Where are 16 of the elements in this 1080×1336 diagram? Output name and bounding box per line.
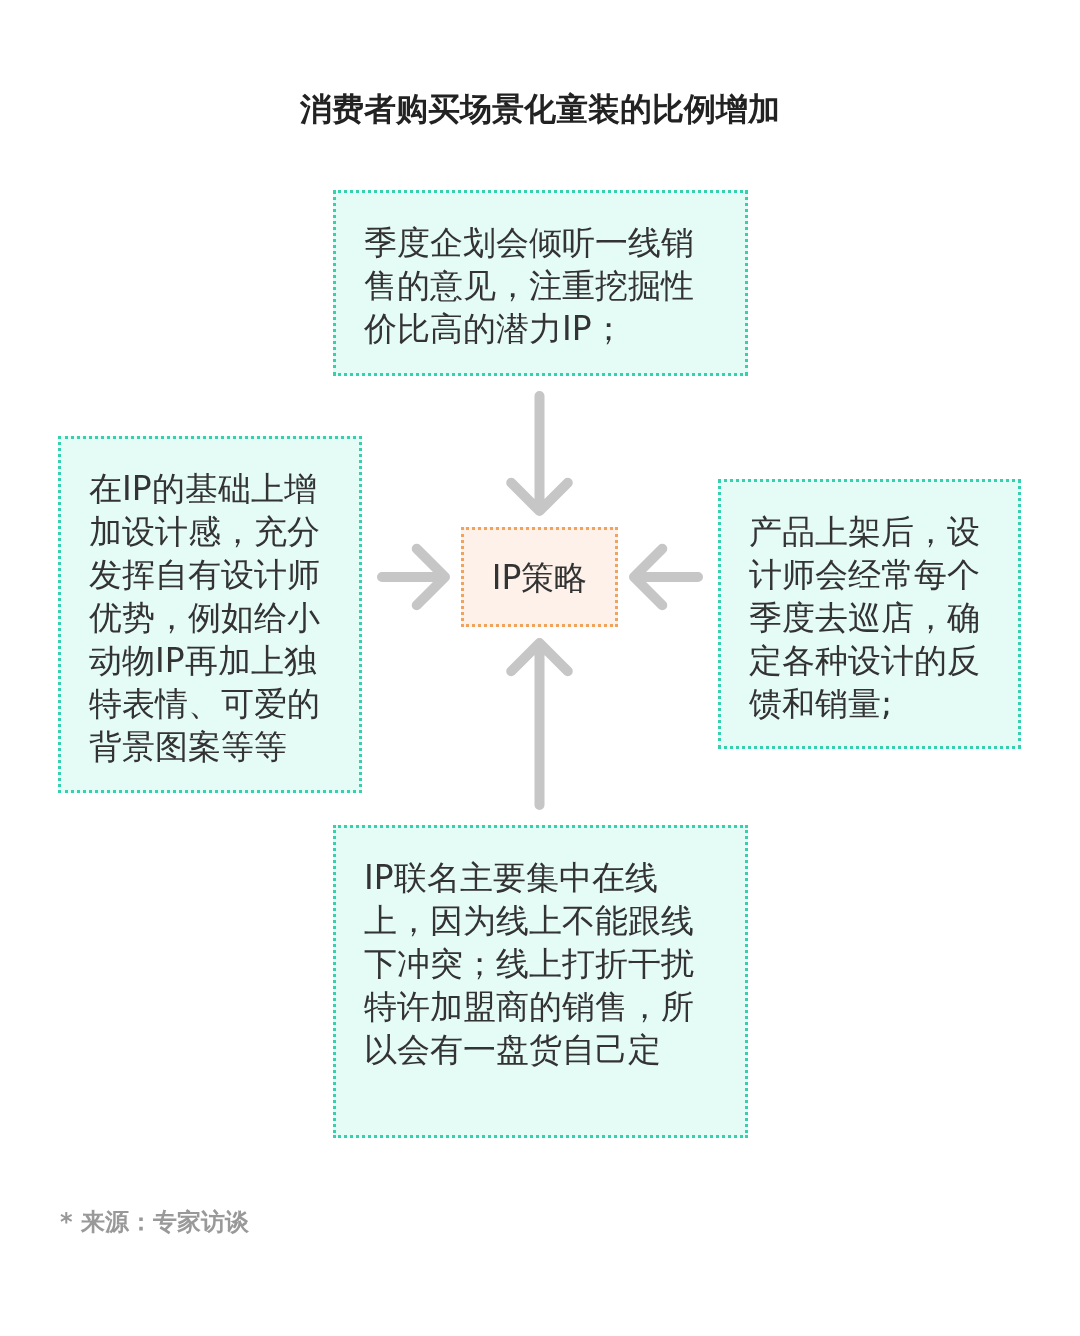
text-box: [333, 190, 748, 376]
title: 消费者购买场景化童装的比例增加: [299, 89, 781, 130]
arrow: [506, 391, 573, 516]
box-text: 在IP的基础上增加设计感，充分发挥自有设计师优势，例如给小动物IP再加上独特表情、可爱的背景图案等等: [89, 468, 321, 768]
strategy-box: [461, 527, 618, 627]
text-box: [58, 436, 362, 793]
arrow: [377, 543, 450, 611]
arrow: [506, 638, 573, 810]
text-box: [333, 825, 748, 1138]
text-box: [718, 479, 1021, 749]
box-text: 季度企划会倾听一线销售的意见，注重挖掘性价比高的潜力IP；: [364, 222, 695, 350]
box-text: IP联名主要集中在线上，因为线上不能跟线下冲突；线上打折干扰特许加盟商的销售，所以会有一盘货自己定: [364, 857, 695, 1071]
source-note: * 来源：专家访谈: [60, 1207, 249, 1238]
box-text: 产品上架后，设计师会经常每个季度去巡店，确定各种设计的反馈和销量;: [749, 511, 981, 725]
box-text: IP策略: [491, 556, 588, 599]
arrow: [629, 543, 703, 611]
